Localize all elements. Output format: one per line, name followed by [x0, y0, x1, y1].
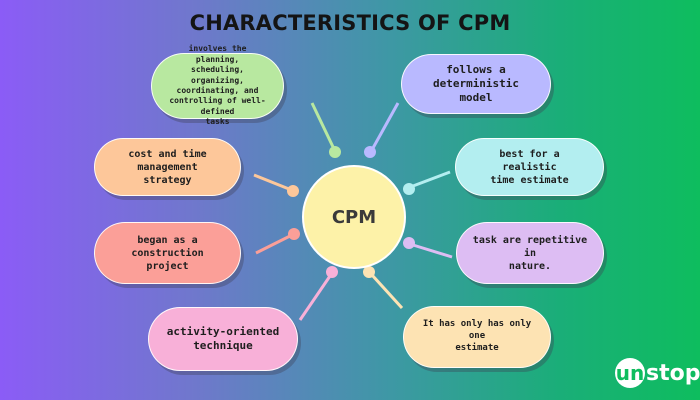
dot-construction	[288, 228, 300, 240]
pill-realistic-text: best for a realistic time estimate	[490, 148, 569, 186]
connector-realistic	[412, 170, 451, 188]
pill-deterministic: follows a deterministic model	[401, 54, 551, 114]
dot-one-estimate	[363, 266, 375, 278]
pill-activity-text: activity-oriented technique	[166, 324, 280, 352]
pill-deterministic-text: follows a deterministic model	[432, 62, 520, 105]
logo-text: stop	[646, 360, 700, 386]
connector-activity	[298, 275, 332, 321]
pill-realistic: best for a realistic time estimate	[455, 138, 604, 196]
pill-construction: began as a construction project	[94, 222, 241, 284]
center-label: CPM	[331, 206, 377, 228]
connector-planning	[310, 102, 336, 150]
connector-repetitive	[412, 243, 453, 259]
connector-cost-time	[253, 173, 290, 191]
dot-repetitive	[403, 237, 415, 249]
connector-one-estimate	[370, 273, 404, 310]
diagram-title: CHARACTERISTICS OF CPM	[189, 11, 511, 35]
center-node: CPM	[302, 165, 406, 269]
dot-realistic	[403, 183, 415, 195]
connector-deterministic	[371, 102, 400, 149]
dot-planning	[329, 146, 341, 158]
dot-activity	[326, 266, 338, 278]
pill-repetitive: task are repetitive in nature.	[456, 222, 604, 284]
dot-deterministic	[364, 146, 376, 158]
pill-cost-time: cost and time management strategy	[94, 138, 241, 196]
connector-construction	[255, 234, 291, 255]
pill-planning-text: involves the planning, scheduling, organ…	[169, 44, 266, 127]
pill-construction-text: began as a construction project	[131, 234, 204, 272]
pill-cost-time-text: cost and time management strategy	[128, 148, 207, 186]
pill-repetitive-text: task are repetitive in nature.	[472, 234, 588, 272]
pill-planning: involves the planning, scheduling, organ…	[151, 44, 284, 126]
dot-cost-time	[287, 185, 299, 197]
pill-one-estimate-text: It has only has only one estimate	[422, 319, 532, 353]
pill-one-estimate: It has only has only one estimate	[403, 306, 551, 368]
logo-mark: un	[615, 358, 645, 388]
pill-activity: activity-oriented technique	[148, 307, 298, 371]
